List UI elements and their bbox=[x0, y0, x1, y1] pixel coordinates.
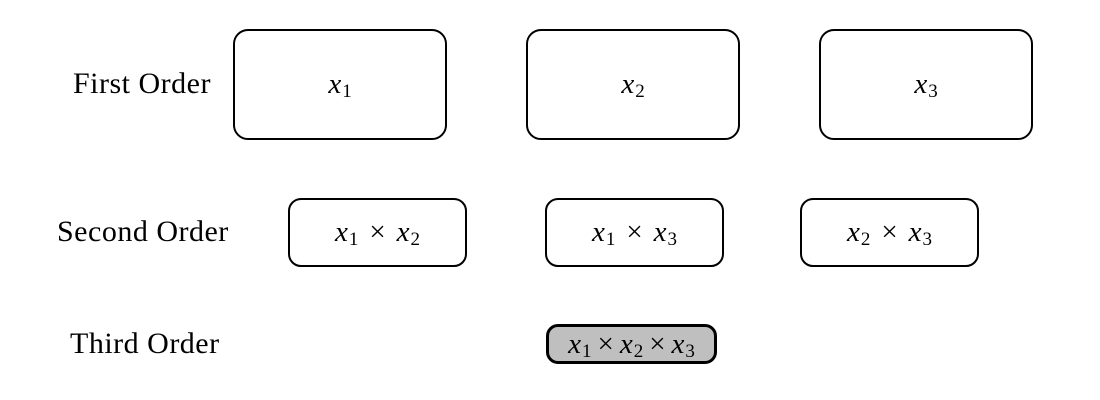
term-sub: 2 bbox=[635, 81, 645, 102]
term-sub: 2 bbox=[860, 229, 871, 250]
term-base: x bbox=[396, 216, 410, 248]
term-base: x bbox=[671, 327, 685, 360]
term-sub: 1 bbox=[581, 340, 592, 362]
term-base: x bbox=[591, 216, 605, 248]
term-sub: 1 bbox=[605, 229, 616, 250]
term-base: x bbox=[846, 216, 860, 248]
term-base: x bbox=[619, 327, 633, 360]
term-sub: 1 bbox=[342, 81, 352, 102]
times-operator: × bbox=[369, 216, 386, 248]
math-term-x2: x2 bbox=[621, 68, 645, 102]
box-x1-x2: x1×x2 bbox=[288, 198, 467, 267]
term-sub: 2 bbox=[410, 229, 421, 250]
row-label-third-order: Third Order bbox=[70, 327, 220, 360]
math-term-x1x3: x1×x3 bbox=[591, 216, 678, 250]
math-term-x1: x1 bbox=[328, 68, 352, 102]
times-operator: × bbox=[649, 327, 666, 360]
term-base: x bbox=[908, 216, 922, 248]
math-term-x3: x3 bbox=[914, 68, 938, 102]
box-x3: x3 bbox=[819, 29, 1033, 140]
term-sub: 1 bbox=[348, 229, 359, 250]
math-term-x1x2x3: x1×x2×x3 bbox=[568, 327, 695, 362]
times-operator: × bbox=[881, 216, 898, 248]
term-base: x bbox=[328, 68, 342, 100]
box-x2: x2 bbox=[526, 29, 740, 140]
term-base: x bbox=[334, 216, 348, 248]
term-sub: 2 bbox=[633, 340, 644, 362]
times-operator: × bbox=[626, 216, 643, 248]
row-label-second-order: Second Order bbox=[57, 215, 229, 248]
times-operator: × bbox=[597, 327, 614, 360]
term-sub: 3 bbox=[922, 229, 933, 250]
math-term-x1x2: x1×x2 bbox=[334, 216, 421, 250]
term-sub: 3 bbox=[928, 81, 938, 102]
row-label-first-order: First Order bbox=[73, 67, 211, 100]
term-sub: 3 bbox=[667, 229, 678, 250]
term-base: x bbox=[914, 68, 928, 100]
box-x1-x3: x1×x3 bbox=[545, 198, 724, 267]
math-term-x2x3: x2×x3 bbox=[846, 216, 933, 250]
term-base: x bbox=[621, 68, 635, 100]
term-sub: 3 bbox=[685, 340, 695, 362]
term-base: x bbox=[568, 327, 581, 360]
box-x2-x3: x2×x3 bbox=[800, 198, 979, 267]
box-x1-x2-x3-highlighted: x1×x2×x3 bbox=[546, 324, 717, 364]
box-x1: x1 bbox=[233, 29, 447, 140]
term-base: x bbox=[653, 216, 667, 248]
